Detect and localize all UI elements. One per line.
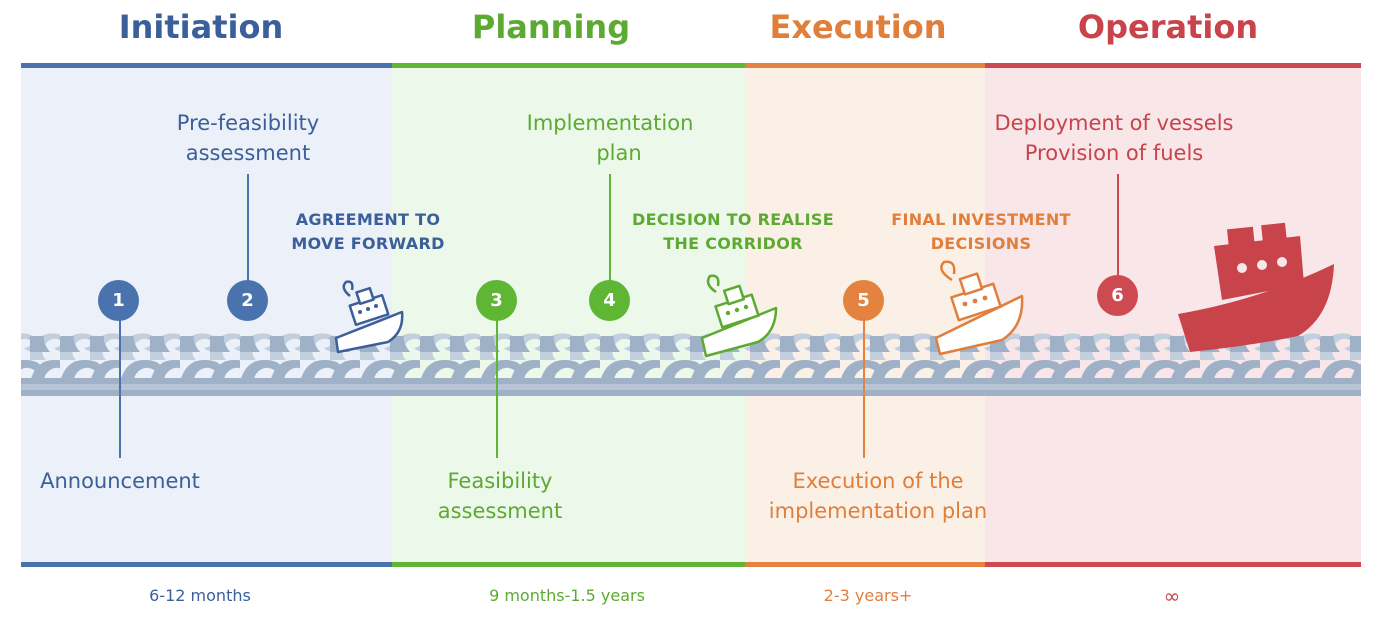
step-label-6-line-2: Provision of fuels <box>1024 141 1204 165</box>
step-circle-3: 3 <box>476 280 517 321</box>
connector-line-6 <box>1117 174 1119 296</box>
duration-planning: 9 months-1.5 years <box>489 586 645 605</box>
step-label-4-line-2: plan <box>596 141 642 165</box>
phase-title-execution: Execution <box>769 8 947 46</box>
bar-bottom-initiation <box>21 562 392 567</box>
bar-bottom-planning <box>392 562 745 567</box>
step-label-6-line-1: Deployment of vessels <box>994 111 1234 135</box>
bar-bottom-operation <box>985 562 1361 567</box>
milestone-decision-line-1: DECISION TO REALISE <box>632 210 834 229</box>
step-label-3-line-2: assessment <box>437 499 563 523</box>
duration-operation: ∞ <box>1163 584 1181 608</box>
bar-top-initiation <box>21 63 392 68</box>
connector-line-5 <box>863 300 865 458</box>
step-label-4: Implementation plan <box>500 108 720 168</box>
bar-top-planning <box>392 63 745 68</box>
milestone-fid-line-2: DECISIONS <box>930 234 1032 253</box>
phase-title-operation: Operation <box>1077 8 1259 46</box>
milestone-agreement-line-1: AGREEMENT TO <box>295 210 441 229</box>
bar-top-execution <box>745 63 985 68</box>
connector-line-3 <box>496 300 498 458</box>
step-circle-1: 1 <box>98 280 139 321</box>
step-label-4-line-1: Implementation <box>526 111 694 135</box>
milestone-agreement: AGREEMENT TO MOVE FORWARD <box>278 208 458 256</box>
phase-title-initiation: Initiation <box>118 8 284 46</box>
milestone-decision: DECISION TO REALISE THE CORRIDOR <box>630 208 836 256</box>
ship-icon <box>934 260 1024 356</box>
step-label-2: Pre-feasibility assessment <box>148 108 348 168</box>
step-label-1: Announcement <box>40 469 200 493</box>
phase-title-planning: Planning <box>471 8 631 46</box>
step-label-2-line-2: assessment <box>185 141 311 165</box>
ship-icon <box>1178 222 1334 352</box>
bar-top-operation <box>985 63 1361 68</box>
milestone-decision-line-2: THE CORRIDOR <box>663 234 803 253</box>
step-label-2-line-1: Pre-feasibility <box>176 111 320 135</box>
bar-bottom-execution <box>745 562 985 567</box>
connector-line-2 <box>247 174 249 300</box>
step-circle-4: 4 <box>589 280 630 321</box>
step-circle-2: 2 <box>227 280 268 321</box>
duration-initiation: 6-12 months <box>149 586 251 605</box>
step-label-6: Deployment of vessels Provision of fuels <box>974 108 1254 168</box>
band-planning <box>392 64 745 567</box>
milestone-fid: FINAL INVESTMENT DECISIONS <box>886 208 1076 256</box>
band-initiation <box>21 64 392 567</box>
step-label-5-line-1: Execution of the <box>792 469 964 493</box>
milestone-fid-line-1: FINAL INVESTMENT <box>891 210 1071 229</box>
step-circle-5: 5 <box>843 280 884 321</box>
ship-icon <box>700 274 778 358</box>
step-label-5: Execution of the implementation plan <box>748 466 1008 526</box>
duration-execution: 2-3 years+ <box>823 586 913 605</box>
connector-line-1 <box>119 300 121 458</box>
milestone-agreement-line-2: MOVE FORWARD <box>291 234 445 253</box>
step-label-3-line-1: Feasibility <box>447 469 553 493</box>
step-label-3: Feasibility assessment <box>400 466 600 526</box>
ship-icon <box>334 280 404 354</box>
connector-line-4 <box>609 174 611 300</box>
step-label-5-line-2: implementation plan <box>768 499 988 523</box>
step-circle-6: 6 <box>1097 275 1138 316</box>
